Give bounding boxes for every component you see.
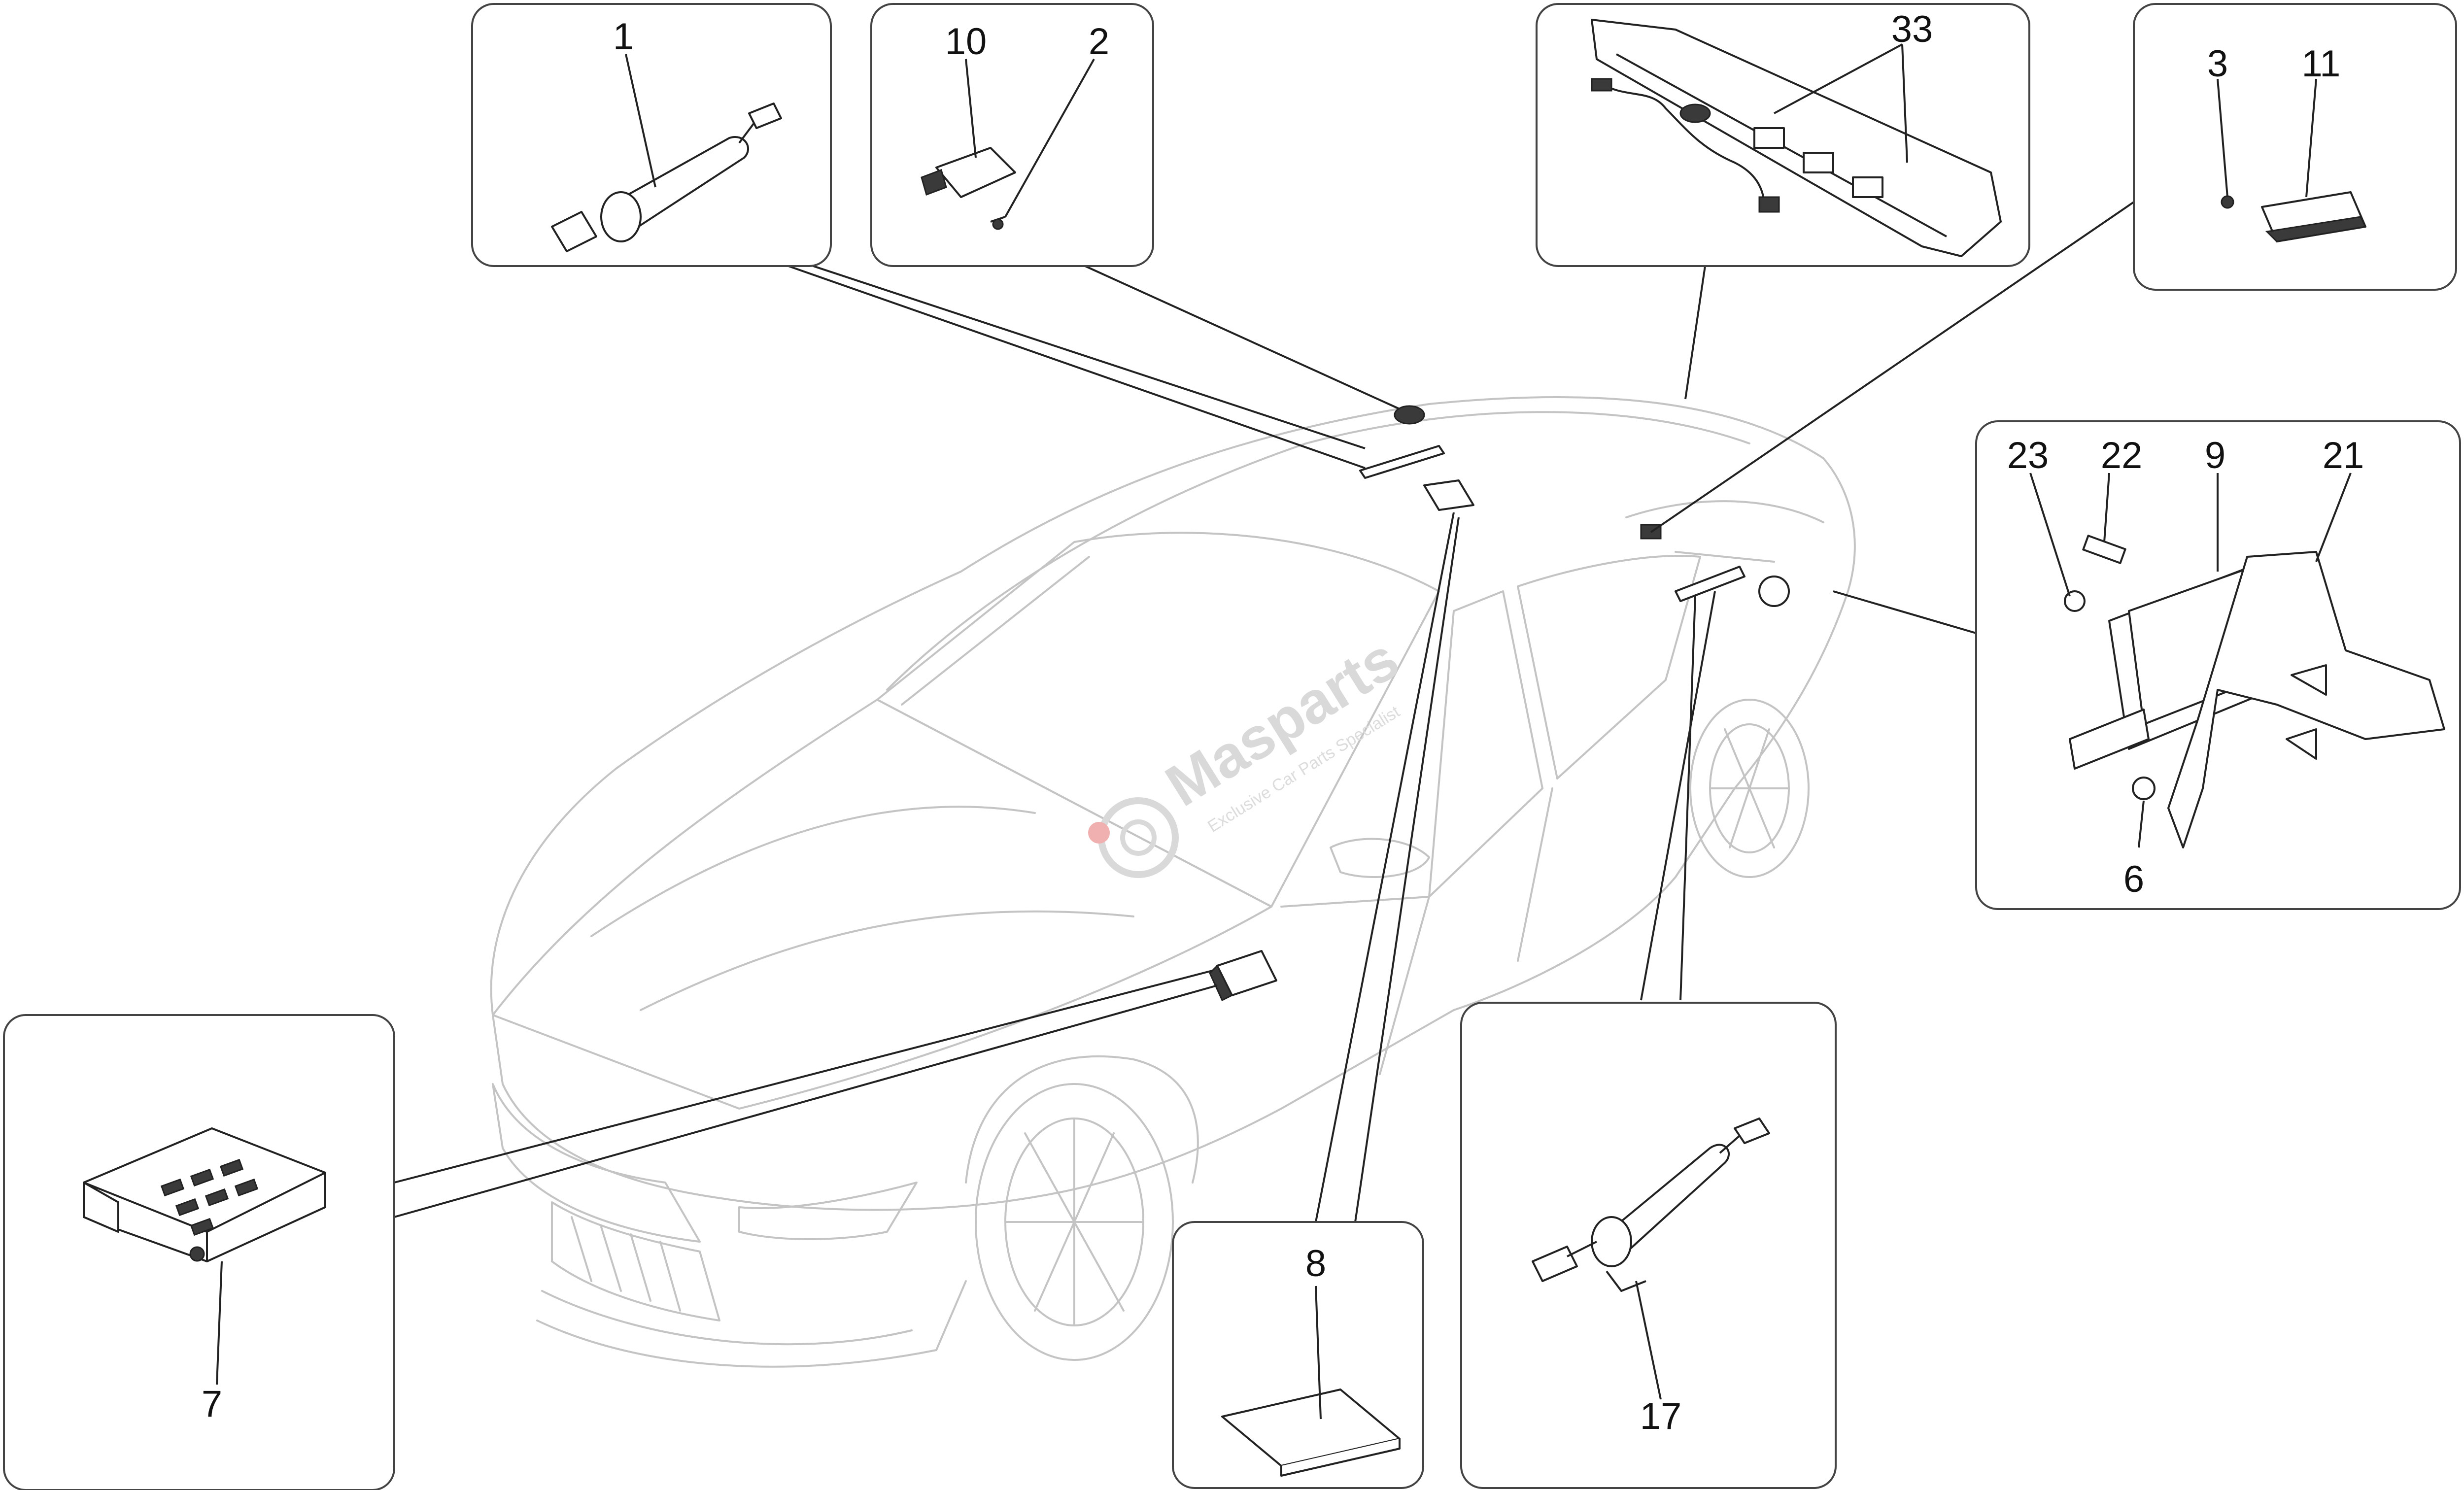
detail-box-part-1: 1 xyxy=(471,3,832,267)
detail-box-parts-3-11: 3 11 xyxy=(2133,3,2457,291)
callout-22: 22 xyxy=(2101,435,2143,476)
control-unit-bracket-part-illustration xyxy=(2064,535,2445,848)
antenna-part-illustration xyxy=(1532,1118,1770,1292)
card-module-part-illustration xyxy=(1221,1388,1401,1477)
watermark-logo-icon xyxy=(1088,797,1179,878)
detail-box-part-17: 17 xyxy=(1460,1002,1837,1489)
detail-box-parts-10-2: 10 2 xyxy=(870,3,1154,267)
callout-21: 21 xyxy=(2323,435,2364,476)
car-outline xyxy=(490,396,1856,1368)
callout-9: 9 xyxy=(2205,435,2225,476)
callout-3: 3 xyxy=(2207,43,2228,85)
electronic-module-part-illustration xyxy=(83,1127,326,1262)
callout-17: 17 xyxy=(1640,1395,1682,1437)
receiver-module-part-illustration xyxy=(2221,191,2367,242)
callout-23: 23 xyxy=(2007,435,2049,476)
callout-1: 1 xyxy=(613,16,634,58)
car-mounted-parts xyxy=(1209,405,1790,1002)
callout-2: 2 xyxy=(1089,21,1109,63)
detail-box-part-33: 33 xyxy=(1536,3,2030,267)
leader-lines xyxy=(394,201,2135,1222)
callout-7: 7 xyxy=(202,1383,222,1425)
detail-box-parts-23-22-9-21-6: 23 22 9 21 6 xyxy=(1975,420,2461,910)
callout-10: 10 xyxy=(945,21,987,63)
callout-11: 11 xyxy=(2302,43,2341,85)
detail-box-part-8: 8 xyxy=(1172,1221,1424,1489)
callout-33: 33 xyxy=(1891,8,1933,50)
callout-6: 6 xyxy=(2123,858,2144,900)
detail-box-part-7: 7 xyxy=(3,1014,395,1490)
sensor-module-part-illustration xyxy=(921,147,1016,230)
callout-8: 8 xyxy=(1305,1243,1326,1285)
rear-spoiler-harness-part-illustration xyxy=(1591,19,2002,257)
antenna-amplifier-part-illustration xyxy=(551,102,782,252)
watermark: Masparts Exclusive Car Parts Specialist xyxy=(1088,625,1410,878)
